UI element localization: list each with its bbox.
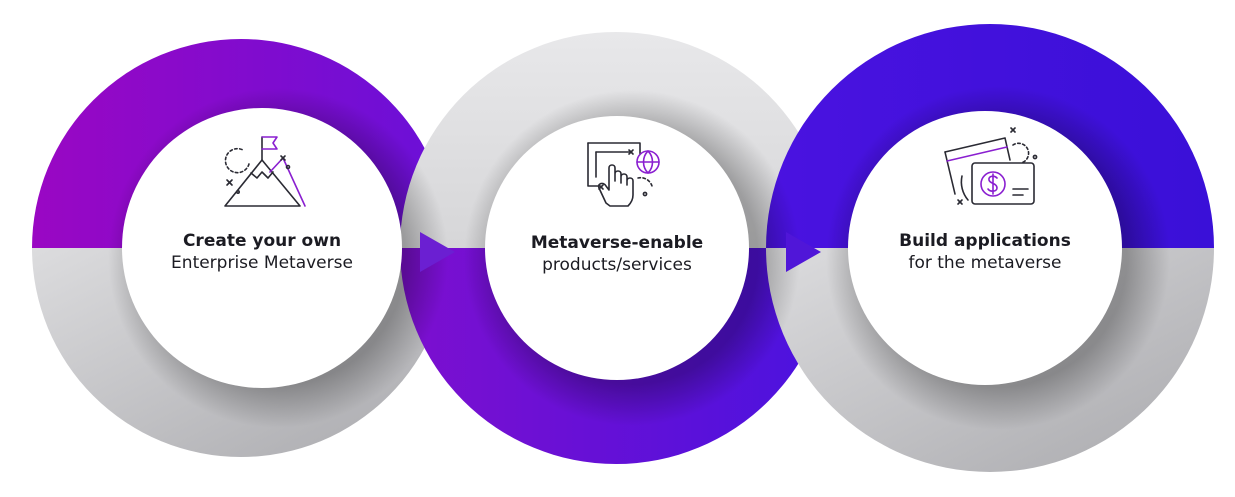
- step-circle-2: [485, 116, 749, 380]
- step-3-label: Build applications for the metaverse: [860, 230, 1110, 274]
- hand-touch-screen-globe-icon: [587, 142, 660, 207]
- step-1-label: Create your own Enterprise Metaverse: [137, 230, 387, 274]
- step-1-subtitle: Enterprise Metaverse: [171, 253, 353, 273]
- step-2-label: Metaverse-enable products/services: [497, 232, 737, 276]
- step-2-subtitle: products/services: [542, 255, 692, 275]
- arrow-right-icon: [420, 232, 455, 272]
- step-3-title: Build applications: [899, 231, 1071, 251]
- arrow-right-icon: [786, 232, 821, 272]
- step-3-subtitle: for the metaverse: [908, 253, 1062, 273]
- step-circle-3: [848, 111, 1122, 385]
- mountain-flag-icon: [224, 136, 306, 207]
- step-circle-1: [122, 108, 402, 388]
- step-1-title: Create your own: [182, 231, 342, 251]
- step-2-title: Metaverse-enable: [530, 233, 704, 253]
- cards-dollar-payment-icon: [944, 127, 1038, 205]
